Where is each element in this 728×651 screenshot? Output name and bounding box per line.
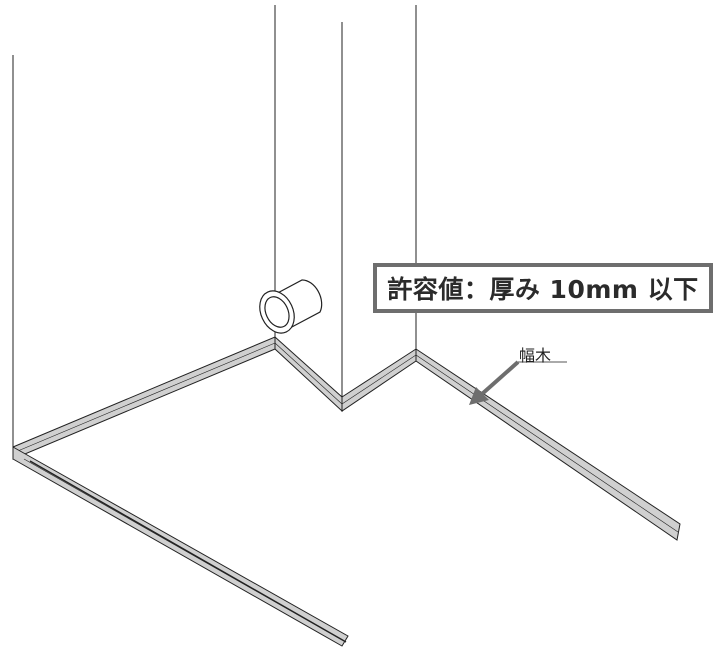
baseboard [12,335,681,647]
arrow-head-icon [469,387,489,405]
baseboard-column-right-face [341,348,417,412]
walls [12,5,417,447]
label-arrow [469,360,567,405]
tolerance-callout: 許容値：厚み 10mm 以下 [373,263,713,313]
pipe-fitting [259,279,323,334]
baseboard-label: 幅木 [519,346,552,365]
tolerance-text: 許容値：厚み 10mm 以下 [387,275,699,304]
baseboard-column-left-face [274,335,343,413]
